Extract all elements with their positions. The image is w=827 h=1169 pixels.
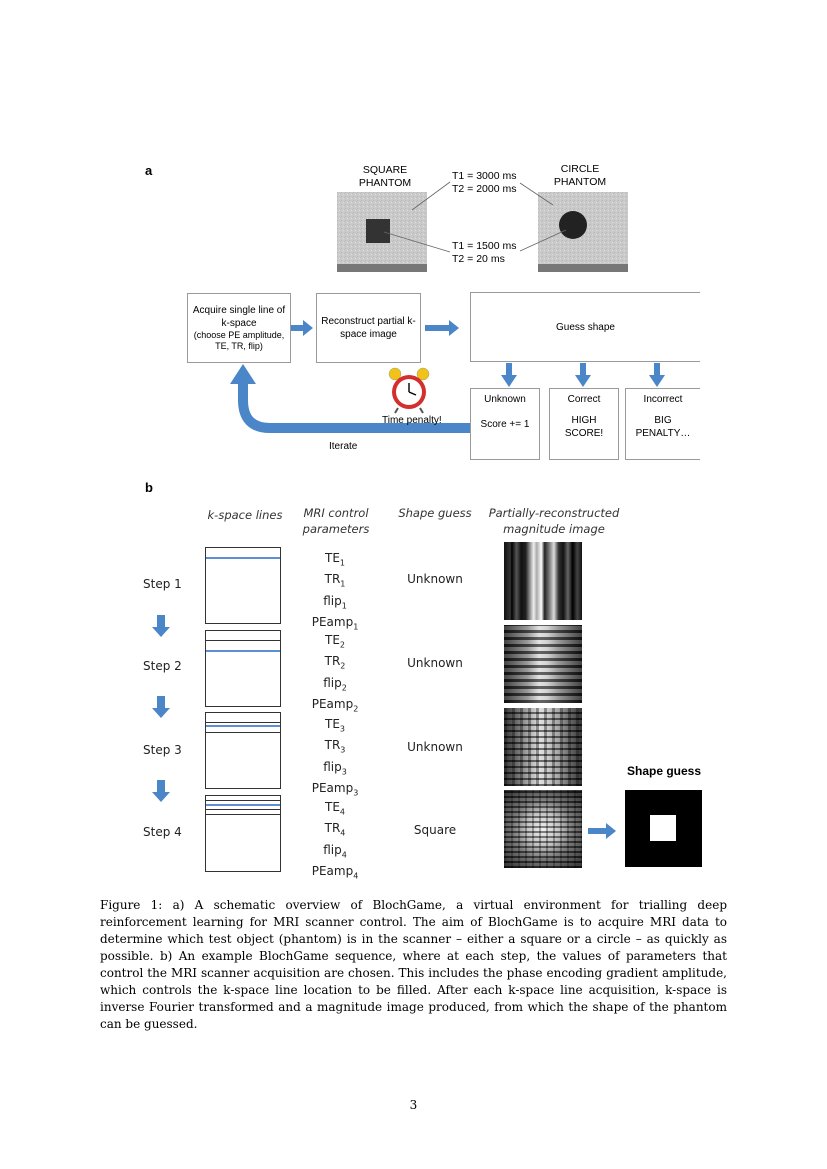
outcome-unknown-box: Unknown Score += 1: [470, 388, 540, 460]
params-step-3: TE3 TR3 flip3 PEamp3: [311, 717, 359, 798]
params-step-1: TE1 TR1 flip1 PEamp1: [311, 551, 359, 632]
guess-box: Guess shape: [470, 292, 700, 362]
kspace-line-blue: [206, 725, 280, 727]
reconstruct-box: Reconstruct partial k-space image: [316, 293, 421, 363]
guess-step-2: Unknown: [407, 656, 463, 670]
header-mri: MRI control parameters: [302, 506, 370, 536]
square-shape: [650, 815, 676, 841]
circle-phantom-label: CIRCLE PHANTOM: [553, 163, 607, 188]
header-kspace: k-space lines: [207, 508, 283, 522]
step-1-label: Step 1: [143, 577, 182, 591]
pointer-lines: [230, 181, 665, 433]
time-penalty-label: Time penalty!: [382, 415, 442, 426]
recon-image-2: [504, 625, 582, 703]
params-step-4: TE4 TR4 flip4 PEamp4: [311, 800, 359, 881]
kspace-box-4: [205, 795, 281, 872]
final-guess-image: [625, 790, 702, 867]
guess-step-1: Unknown: [407, 572, 463, 586]
acquire-box: Acquire single line of k-space (choose P…: [187, 293, 291, 363]
step-2-label: Step 2: [143, 659, 182, 673]
page-number: 3: [409, 1098, 418, 1112]
outcome-incorrect-box: Incorrect BIG PENALTY…: [625, 388, 700, 460]
kspace-box-1: [205, 547, 281, 624]
iterate-label: Iterate: [329, 441, 358, 452]
circle-phantom-image: [538, 192, 628, 272]
kspace-line: [206, 722, 280, 723]
final-arrow-icon: [588, 823, 616, 839]
kspace-line: [206, 732, 280, 733]
step-4-label: Step 4: [143, 825, 182, 839]
panel-b-label: b: [145, 480, 153, 495]
square-phantom-image: [337, 192, 427, 272]
top-params: T1 = 3000 ms T2 = 2000 ms: [452, 170, 532, 196]
guess-step-4: Square: [413, 823, 457, 837]
kspace-line: [206, 640, 280, 641]
bottom-t2: T2 = 20 ms: [452, 253, 505, 265]
step-3-label: Step 3: [143, 743, 182, 757]
recon-image-1: [504, 542, 582, 620]
outcome-correct-box: Correct HIGH SCORE!: [549, 388, 619, 460]
header-shape: Shape guess: [398, 506, 472, 520]
kspace-box-2: [205, 630, 281, 707]
square-phantom-label: SQUARE PHANTOM: [358, 164, 412, 189]
kspace-line: [206, 814, 280, 815]
figure-caption: Figure 1: a) A schematic overview of Blo…: [100, 898, 727, 1031]
kspace-line-blue: [206, 650, 280, 652]
kspace-line: [206, 800, 280, 801]
top-t2: T2 = 2000 ms: [452, 183, 517, 195]
kspace-line-blue: [206, 557, 280, 559]
step-arrows: [152, 615, 170, 802]
bottom-t1: T1 = 1500 ms: [452, 240, 517, 252]
guess-step-3: Unknown: [407, 740, 463, 754]
kspace-line-blue: [206, 804, 280, 806]
bottom-params: T1 = 1500 ms T2 = 20 ms: [452, 240, 532, 266]
kspace-line: [206, 809, 280, 810]
recon-image-3: [504, 708, 582, 786]
panel-a-label: a: [145, 163, 153, 178]
alarm-clock-icon: [388, 367, 430, 414]
top-t1: T1 = 3000 ms: [452, 170, 517, 182]
kspace-box-3: [205, 712, 281, 789]
header-image: Partially-reconstructed magnitude image: [488, 506, 620, 536]
final-guess-title: Shape guess: [627, 764, 702, 778]
params-step-2: TE2 TR2 flip2 PEamp2: [311, 633, 359, 714]
recon-image-4: [504, 790, 582, 868]
